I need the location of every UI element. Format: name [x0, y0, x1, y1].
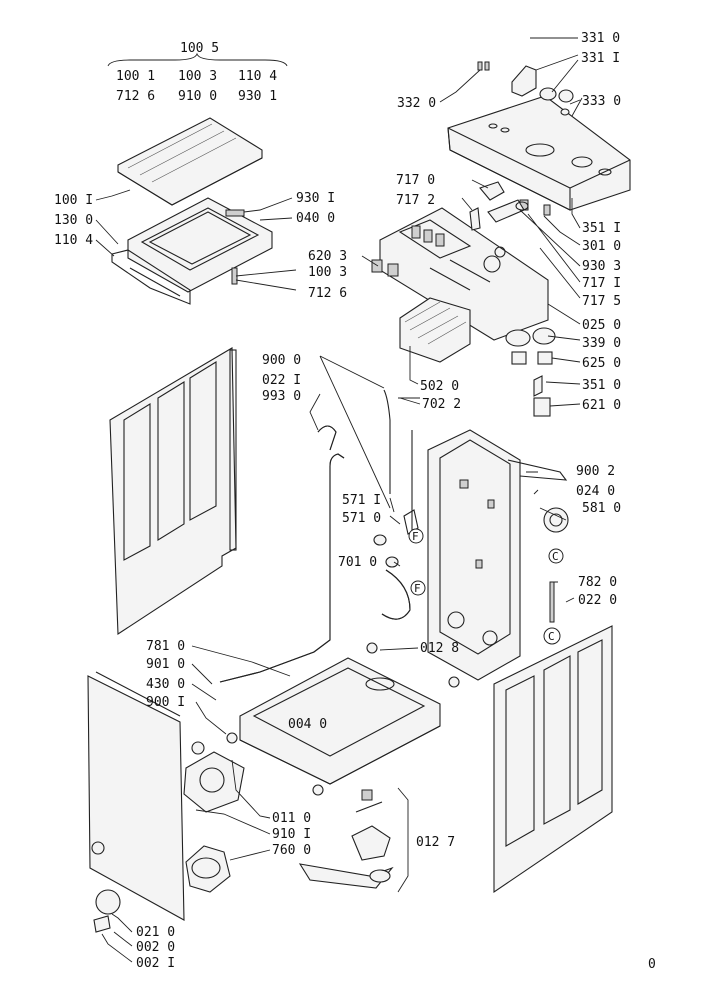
label-3310: 331 0 — [581, 31, 620, 46]
label-7171: 717 I — [582, 276, 621, 291]
callout-3: C — [552, 550, 559, 563]
label-1300: 130 0 — [54, 213, 93, 228]
callout-circle-4 — [543, 627, 561, 645]
part-labels: 331 0 331 I 332 0 333 0 717 0 717 2 351 … — [54, 31, 656, 972]
label-6203: 620 3 — [308, 249, 347, 264]
right-side-panel — [493, 625, 613, 894]
label-3010: 301 0 — [582, 239, 621, 254]
label-7126: 712 6 — [308, 286, 347, 301]
group-row1-b: 100 3 — [178, 69, 217, 84]
label-7810: 781 0 — [146, 639, 185, 654]
label-5711: 571 I — [342, 493, 381, 508]
label-6250: 625 0 — [582, 356, 621, 371]
callouts: F F C C — [408, 528, 564, 645]
label-3311: 331 I — [581, 51, 620, 66]
rear-frame — [427, 429, 569, 681]
label-1001: 100 I — [54, 193, 93, 208]
base-frame — [226, 642, 460, 796]
label-7172: 717 2 — [396, 193, 435, 208]
group-row2-b: 910 0 — [178, 89, 217, 104]
group-row1-a: 100 1 — [116, 69, 155, 84]
label-9001: 900 I — [146, 695, 185, 710]
label-1104: 110 4 — [54, 233, 93, 248]
group-row2-a: 712 6 — [116, 89, 155, 104]
label-9930: 993 0 — [262, 389, 301, 404]
label-0221: 022 I — [262, 373, 301, 388]
label-5810: 581 0 — [582, 501, 621, 516]
group-row2-c: 930 1 — [238, 89, 277, 104]
label-0021: 002 I — [136, 956, 175, 971]
label-9000: 900 0 — [262, 353, 301, 368]
callout-circle-2 — [410, 580, 426, 596]
label-0400: 040 0 — [296, 211, 335, 226]
leader-lines — [95, 37, 583, 963]
group-header-main: 100 5 — [180, 41, 219, 56]
label-1003: 100 3 — [308, 265, 347, 280]
label-7022: 702 2 — [422, 397, 461, 412]
label-0020: 002 0 — [136, 940, 175, 955]
callout-4: C — [548, 630, 555, 643]
label-0250: 025 0 — [582, 318, 621, 333]
label-9002: 900 2 — [576, 464, 615, 479]
label-5020: 502 0 — [420, 379, 459, 394]
label-7175: 717 5 — [582, 294, 621, 309]
callout-circle-1 — [408, 528, 424, 544]
label-7820: 782 0 — [578, 575, 617, 590]
label-9301: 930 I — [296, 191, 335, 206]
label-0210: 021 0 — [136, 925, 175, 940]
label-9303: 930 3 — [582, 259, 621, 274]
group-brace — [107, 52, 288, 67]
label-0128: 012 8 — [420, 641, 459, 656]
callout-circle-3 — [548, 548, 564, 564]
label-9101: 910 I — [272, 827, 311, 842]
electronic-board — [371, 181, 556, 417]
control-panel — [447, 61, 631, 216]
callout-2: F — [414, 582, 421, 595]
label-0220: 022 0 — [578, 593, 617, 608]
rod-782 — [549, 581, 555, 623]
label-5710: 571 0 — [342, 511, 381, 526]
label-3330: 333 0 — [582, 94, 621, 109]
page-mark: 0 — [648, 957, 656, 972]
label-7600: 760 0 — [272, 843, 311, 858]
label-4300: 430 0 — [146, 677, 185, 692]
label-3510: 351 0 — [582, 378, 621, 393]
drain-pump — [183, 741, 394, 893]
label-7170: 717 0 — [396, 173, 435, 188]
label-9010: 901 0 — [146, 657, 185, 672]
label-3511: 351 I — [582, 221, 621, 236]
label-3390: 339 0 — [582, 336, 621, 351]
label-0240: 024 0 — [576, 484, 615, 499]
label-0127: 012 7 — [416, 835, 455, 850]
left-side-panel — [109, 347, 237, 635]
label-7010: 701 0 — [338, 555, 377, 570]
label-3320: 332 0 — [397, 96, 436, 111]
label-0110: 011 0 — [272, 811, 311, 826]
label-0040: 004 0 — [288, 717, 327, 732]
top-lid — [117, 117, 263, 206]
hoses — [219, 389, 420, 683]
group-header: 100 5 100 1 100 3 110 4 712 6 910 0 930 … — [107, 41, 288, 104]
top-frame — [111, 197, 273, 305]
group-row1-c: 110 4 — [238, 69, 277, 84]
front-panel — [87, 671, 185, 933]
label-6210: 621 0 — [582, 398, 621, 413]
callout-1: F — [412, 530, 419, 543]
